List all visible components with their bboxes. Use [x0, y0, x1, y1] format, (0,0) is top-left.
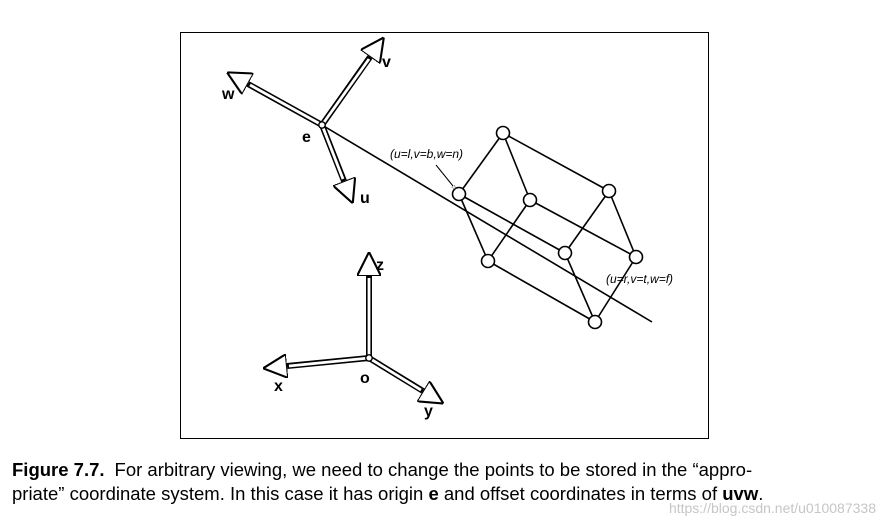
figure-number: Figure 7.7. [12, 459, 105, 480]
eye-origin-point [318, 121, 326, 129]
figure-caption: Figure 7.7. For arbitrary viewing, we nee… [12, 458, 878, 506]
world-frame [287, 276, 423, 391]
label-u: u [360, 190, 370, 207]
label-o: o [360, 370, 370, 387]
annotation-far-corner: (u=r,v=t,w=f) [606, 272, 673, 286]
caption-origin-symbol: e [428, 483, 439, 504]
caption-text-2b: and offset coordinates in terms of [438, 483, 723, 504]
caption-line-1: Figure 7.7. For arbitrary viewing, we nee… [12, 458, 878, 482]
view-axis-line [321, 124, 653, 323]
annotation-pointer [435, 164, 453, 186]
viewing-diagram: w v e u z x o y (u=l,v=b,w=n) (u=r,v=t,w… [221, 0, 673, 420]
caption-line-2: priate” coordinate system. In this case … [12, 482, 878, 506]
label-v: v [382, 54, 391, 71]
view-volume-corners [451, 125, 644, 330]
figure-frame [180, 32, 709, 439]
caption-basis-symbol: uvw [722, 483, 759, 504]
label-z: z [376, 257, 384, 274]
label-y: y [424, 403, 433, 420]
caption-text-2-end: . [758, 483, 764, 504]
label-w: w [221, 86, 235, 103]
world-origin-point [365, 354, 373, 362]
view-volume [458, 132, 637, 323]
label-e: e [302, 129, 311, 146]
caption-text-1: For arbitrary viewing, we need to change… [114, 459, 753, 480]
corner-near-bottom-left [451, 186, 467, 202]
label-x: x [274, 378, 283, 395]
corner-far-top-right [587, 314, 603, 330]
watermark: https://blog.csdn.net/u010087338 [668, 500, 876, 516]
eye-frame [248, 57, 370, 181]
annotation-near-corner: (u=l,v=b,w=n) [390, 147, 463, 161]
caption-text-2a: priate” coordinate system. In this case … [12, 483, 429, 504]
